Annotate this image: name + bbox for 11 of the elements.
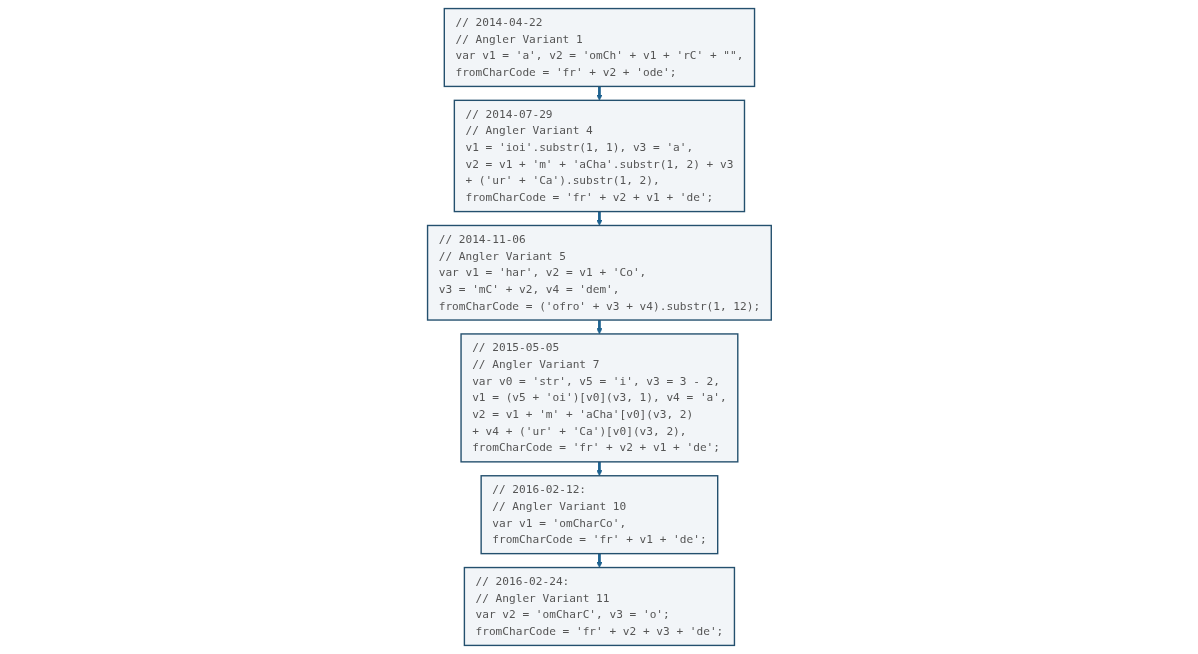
arrow [595,319,603,335]
arrow [595,553,603,568]
arrow [595,211,603,226]
node-box: // 2015-05-05 // Angler Variant 7 var v0 = 'str', v5 = 'i', v3 = 3 - 2, v1 = (v5 + 'oi')[v0](v3, 1), v4 = 'a', v2 = v1 + 'm' + 'aCha'[v0](v3, 2) + v4 + ('ur' + 'Ca')[v0](v3, 2), fromCharCode = 'fr' + v2 + v1 + 'de'; [459,333,739,463]
node-box: // 2014-11-06 // Angler Variant 5 var v1 = 'har', v2 = v1 + 'Co', v3 = 'mC' + v2, v4 = 'dem', fromCharCode = ('ofro' + v3 + v4).substr(1, 12); [426,224,772,321]
node-box: // 2014-07-29 // Angler Variant 4 v1 = 'ioi'.substr(1, 1), v3 = 'a', v2 = v1 + 'm' + 'aCha'.substr(1, 2) + v3 + ('ur' + 'Ca').substr(1, 2), fromCharCode = 'fr' + v2 + v1 + 'de'; [453,99,745,213]
node-box: // 2014-04-22 // Angler Variant 1 var v1 = 'a', v2 = 'omCh' + v1 + 'rC' + "", fromCharCode = 'fr' + v2 + 'ode'; [443,7,755,88]
arrow [595,461,603,477]
arrow [595,86,603,101]
node-box: // 2016-02-24: // Angler Variant 11 var v2 = 'omCharC', v3 = 'o'; fromCharCode = 'fr' + v2 + v3 + 'de'; [463,566,735,647]
node-box: // 2016-02-12: // Angler Variant 10 var v1 = 'omCharCo', fromCharCode = 'fr' + v1 + 'de'; [480,475,718,555]
